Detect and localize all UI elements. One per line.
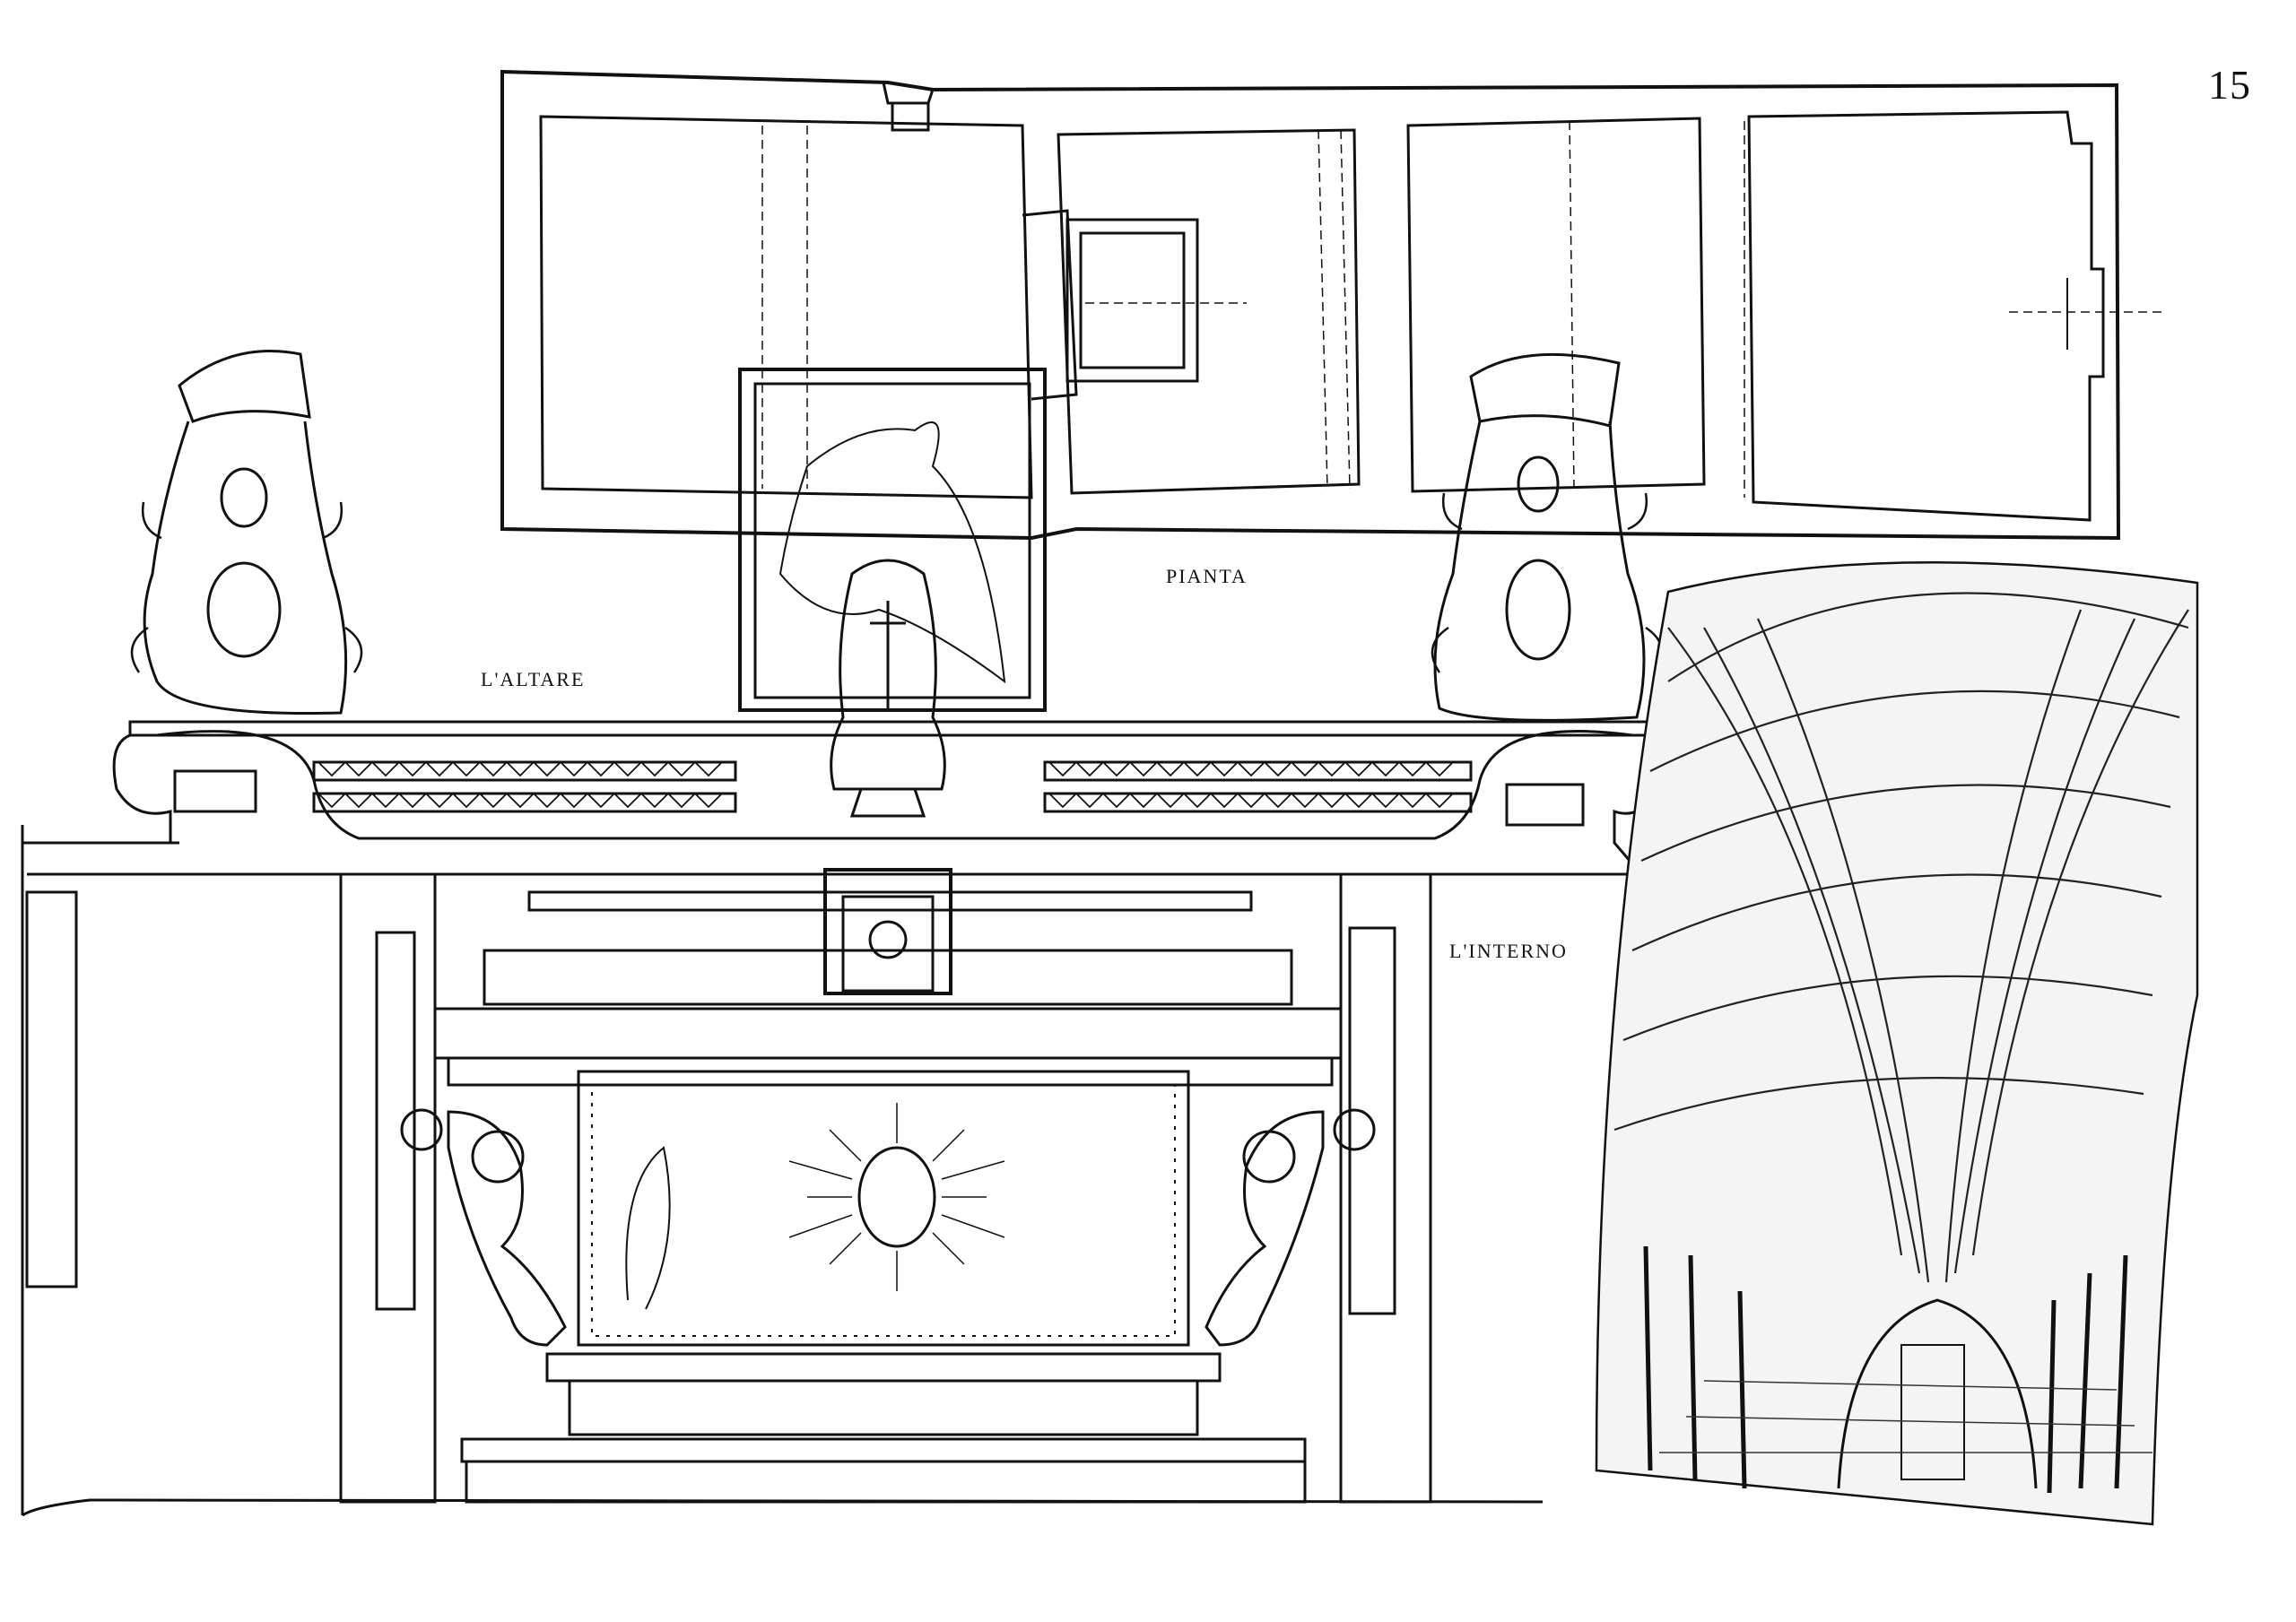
- right-ornament-drawing: [1431, 352, 1664, 722]
- interior-caption: L'INTERNO: [1449, 940, 1568, 962]
- crucifix-drawing: [830, 559, 946, 818]
- floor-plan-drawing: [500, 69, 2161, 541]
- interior-perspective-drawing: [1595, 561, 2199, 1526]
- plan-caption: PIANTA: [1166, 565, 1248, 587]
- altar-elevation-drawing: [21, 350, 1664, 1517]
- left-ornament-drawing: [130, 350, 363, 716]
- page-number: 15: [2208, 62, 2251, 108]
- altar-caption: L'ALTARE: [481, 668, 586, 690]
- altarpiece-painting-drawing: [738, 368, 1047, 712]
